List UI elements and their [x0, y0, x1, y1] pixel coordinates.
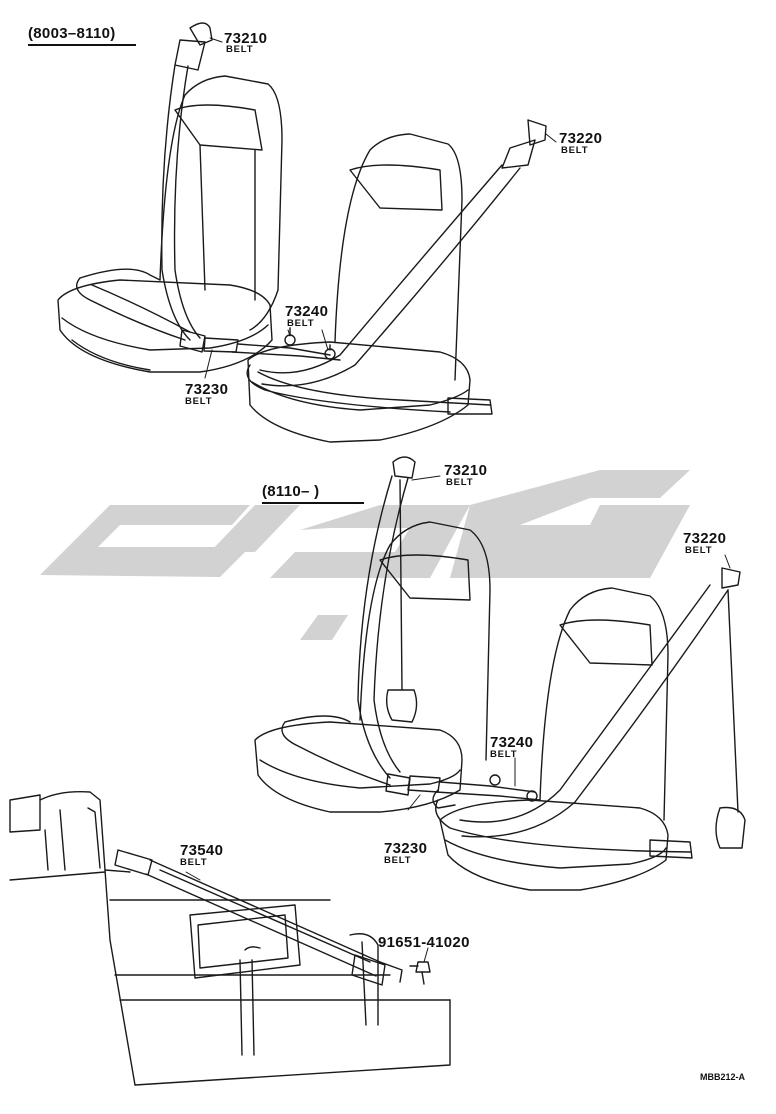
part-number-73240-top: 73240	[285, 303, 329, 320]
anchor-73240-bottom	[489, 774, 538, 802]
part-number-73220-top: 73220	[559, 130, 603, 147]
belt-73220-top	[246, 119, 547, 415]
belt-73210-top	[76, 22, 213, 353]
buckle-73230-top	[203, 337, 341, 361]
part-number-73210-bottom: 73210	[444, 462, 488, 479]
range-underline-top	[28, 44, 136, 46]
belt-73210-bottom	[281, 456, 418, 796]
watermark-logo	[40, 470, 690, 640]
part-number-73230-bottom: 73230	[384, 840, 428, 857]
anchor-73240-top	[284, 327, 336, 360]
belt-73540	[114, 849, 403, 986]
part-desc-73210-top: BELT	[226, 44, 254, 55]
seat-left-top	[57, 75, 283, 373]
buckle-73230-bottom	[407, 775, 541, 809]
bolt-91651-41020	[409, 961, 431, 985]
jeep-rear-body	[9, 790, 451, 1086]
part-number-73220-bottom: 73220	[683, 530, 727, 547]
range-header-top: (8003–8110)	[28, 25, 116, 42]
part-number-73240-bottom: 73240	[490, 734, 534, 751]
part-desc-73210-bottom: BELT	[446, 477, 474, 488]
range-underline-bottom	[262, 502, 364, 504]
range-header-bottom: (8110– )	[262, 483, 320, 500]
part-desc-73220-top: BELT	[561, 145, 589, 156]
belt-73220-bottom	[435, 567, 746, 859]
seat-right-bottom	[439, 587, 669, 891]
part-desc-73240-top: BELT	[287, 318, 315, 329]
leader-lines	[185, 37, 731, 963]
part-desc-73540: BELT	[180, 857, 208, 868]
part-number-73210-top: 73210	[224, 30, 268, 47]
part-desc-73220-bottom: BELT	[685, 545, 713, 556]
part-number-73230-top: 73230	[185, 381, 229, 398]
part-desc-73230-bottom: BELT	[384, 855, 412, 866]
part-desc-73230-top: BELT	[185, 396, 213, 407]
part-number-91651-41020: 91651-41020	[378, 934, 470, 951]
part-number-73540: 73540	[180, 842, 224, 859]
part-desc-73240-bottom: BELT	[490, 749, 518, 760]
figure-code: MBB212-A	[700, 1072, 746, 1082]
